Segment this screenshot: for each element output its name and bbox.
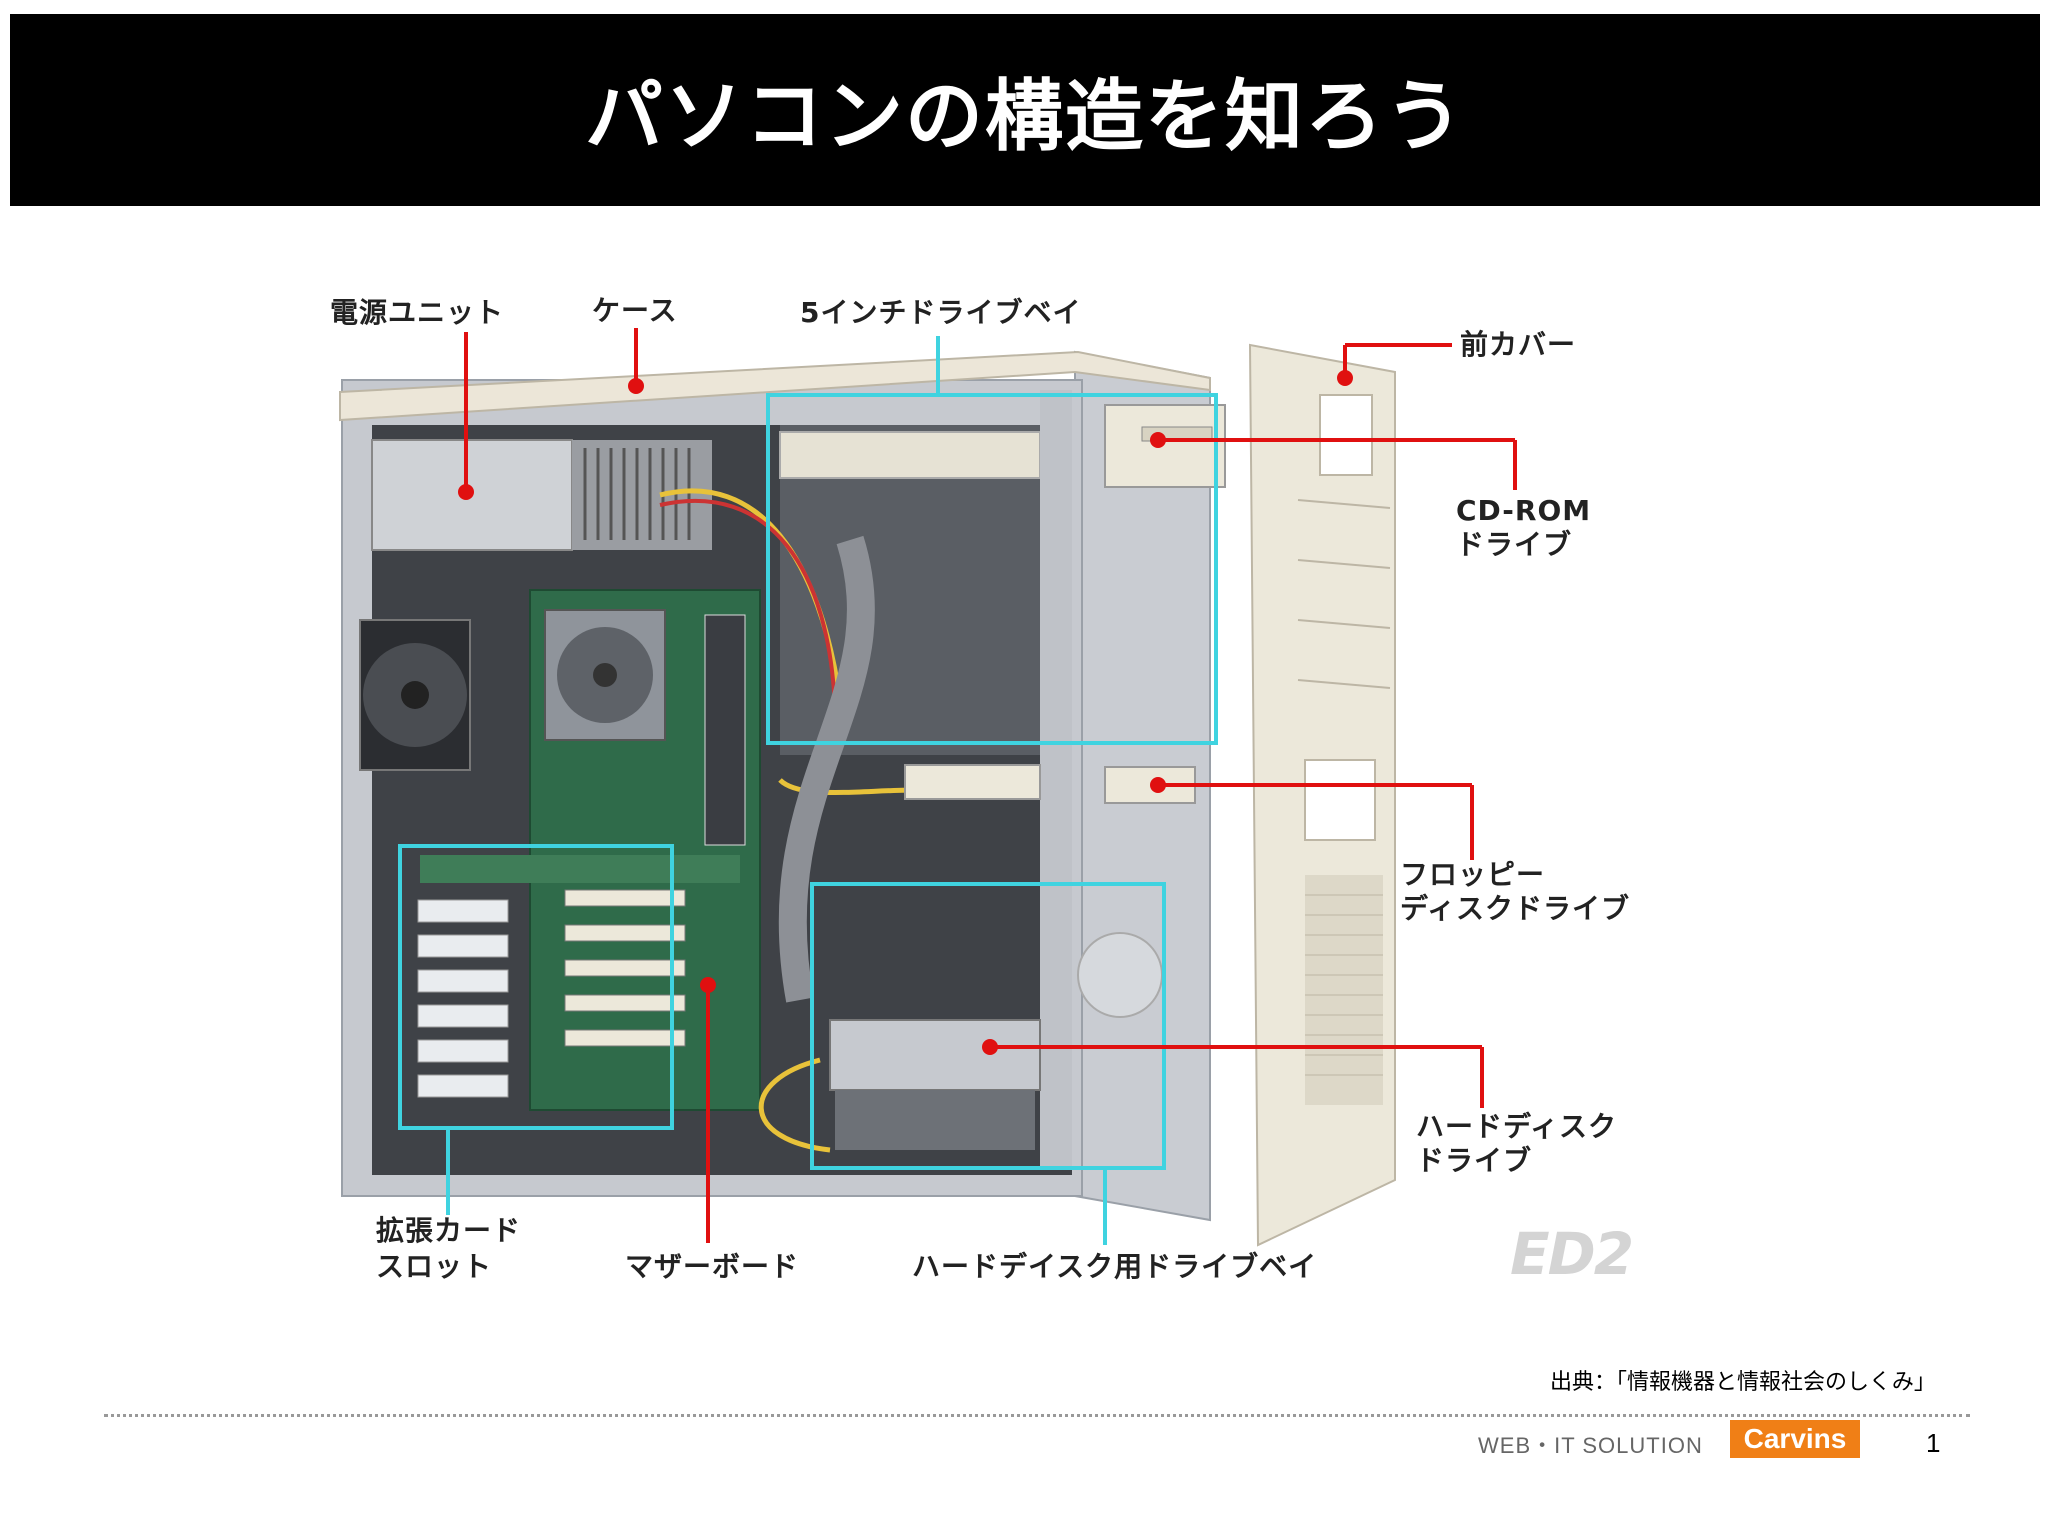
- label-cdrom-line1: CD-ROM: [1456, 494, 1592, 527]
- label-psu: 電源ユニット: [330, 296, 505, 329]
- label-5inch-bay: 5インチドライブベイ: [800, 296, 1082, 329]
- front-cover-bay-lines: [1297, 499, 1391, 689]
- ram-slots: [704, 614, 746, 846]
- callout-cyan-lines: [446, 336, 1107, 1245]
- label-floppy-line1: フロッピー: [1400, 858, 1546, 891]
- bay-slot-top: [779, 431, 1041, 479]
- brand-logo: Carvins: [1730, 1420, 1860, 1458]
- highlight-expansion-slots: [398, 844, 674, 1130]
- bay-panel: [780, 425, 1072, 755]
- label-hdd-bay: ハードデイスク用ドライブベイ: [912, 1250, 1318, 1283]
- page-number: 1: [1926, 1428, 1941, 1458]
- label-motherboard: マザーボード: [625, 1250, 800, 1283]
- highlight-hdd-bay: [810, 882, 1166, 1170]
- floppy-bay-slot: [904, 764, 1041, 800]
- front-cover-opening-1: [1319, 394, 1373, 476]
- hdd-bay-hole: [1077, 932, 1163, 1018]
- front-cover-opening-2: [1304, 759, 1376, 841]
- label-expansion-line1: 拡張カード: [376, 1214, 522, 1247]
- bay-divider: [1040, 390, 1072, 1170]
- callout-lines: [464, 328, 1517, 1243]
- label-hdd-line1: ハードディスク: [1416, 1110, 1618, 1143]
- front-cover-vent: [1305, 875, 1383, 1105]
- expansion-slot-brackets: [417, 899, 509, 1098]
- page-title: パソコンの構造を知ろう: [584, 72, 1465, 162]
- label-case: ケース: [592, 294, 678, 327]
- hdd-drive: [829, 1019, 1041, 1091]
- label-expansion-line2: スロット: [376, 1250, 493, 1283]
- watermark-logo: ED2: [1510, 1220, 1634, 1288]
- label-hdd-line2: ドライブ: [1416, 1144, 1533, 1177]
- pci-slots: [564, 889, 686, 1047]
- label-floppy-line2: ディスクドライブ: [1400, 892, 1631, 925]
- footer-divider: [104, 1414, 1970, 1417]
- psu-vent: [572, 440, 712, 550]
- title-bar: パソコンの構造を知ろう: [10, 14, 2040, 206]
- expansion-card: [420, 855, 740, 883]
- highlight-boxes: [398, 393, 1218, 1170]
- cdrom-drive: [1104, 404, 1226, 488]
- label-cdrom-line2: ドライブ: [1456, 528, 1573, 561]
- highlight-5inch-bay: [766, 393, 1218, 745]
- ribbon-cables: [778, 535, 875, 1003]
- footer-tagline: WEB・IT SOLUTION: [1478, 1433, 1703, 1458]
- label-front-cover: 前カバー: [1460, 328, 1577, 361]
- source-citation: 出典：「情報機器と情報社会のしくみ」: [1550, 1370, 1936, 1395]
- callout-dots: [458, 370, 1353, 1055]
- case-top: [339, 350, 1211, 422]
